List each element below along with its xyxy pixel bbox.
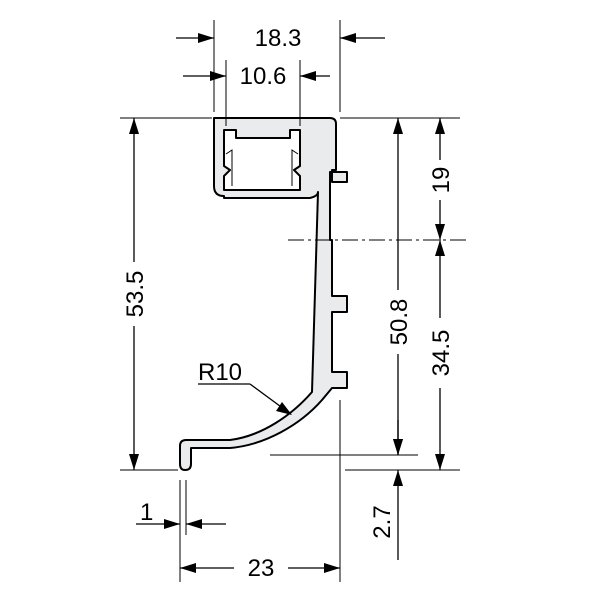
dim-lip-thickness: 1	[136, 499, 226, 529]
profile-channel-clip-right	[291, 149, 299, 186]
profile-channel-clip-left	[225, 149, 233, 186]
dim-label-overall-width-top: 18.3	[255, 25, 302, 52]
dim-base-width: 23	[180, 555, 340, 582]
dim-inner-channel-width: 10.6	[183, 63, 330, 90]
profile-cross-section	[179, 117, 348, 471]
dim-label-lower-height: 50.8	[386, 299, 413, 346]
dim-upper-section-height: 19	[426, 118, 456, 240]
dim-label-upper-section-height: 19	[428, 167, 455, 194]
dim-bend-radius: R10	[198, 359, 292, 415]
dim-foot-height: 2.7	[369, 420, 403, 560]
dim-overall-width-top: 18.3	[176, 25, 385, 52]
dim-lower-height: 50.8	[384, 118, 414, 455]
dim-label-lower-section-height: 34.5	[428, 330, 455, 377]
dim-label-bend-radius: R10	[198, 359, 242, 386]
dim-label-inner-channel-width: 10.6	[240, 63, 287, 90]
dim-label-lip-thickness: 1	[140, 499, 153, 526]
dim-label-overall-height: 53.5	[122, 271, 149, 318]
dim-label-foot-height: 2.7	[369, 505, 396, 538]
dim-label-base-width: 23	[248, 555, 275, 582]
profile-channel	[223, 129, 301, 191]
dim-overall-height: 53.5	[120, 118, 150, 470]
dim-lower-section-height: 34.5	[426, 240, 456, 470]
